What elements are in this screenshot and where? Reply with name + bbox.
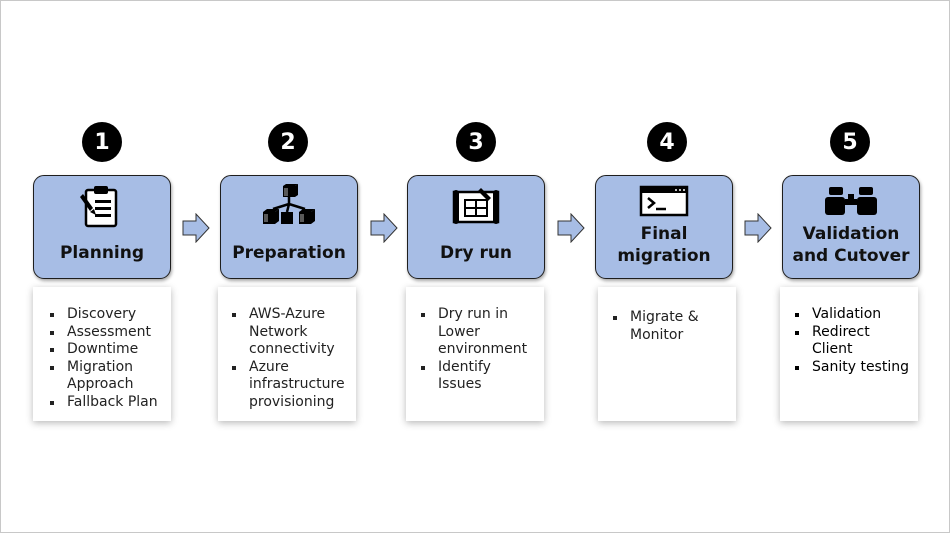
bullet-list: Migrate & Monitor	[612, 309, 730, 344]
clipboard-icon	[34, 184, 170, 228]
step-number-3: 3	[456, 122, 496, 162]
bullet-list: AWS-Azure Network connectivity Azure inf…	[231, 306, 350, 412]
list-item: Downtime	[49, 341, 165, 359]
list-item: Discovery	[49, 306, 165, 324]
stage-dry-run: Dry run	[407, 175, 545, 279]
arrow-right-icon	[370, 213, 398, 243]
step-number-4: 4	[647, 122, 687, 162]
step-number-2: 2	[268, 122, 308, 162]
stage-details-preparation: AWS-Azure Network connectivity Azure inf…	[218, 287, 356, 421]
list-item: Azure infrastructure provisioning	[231, 359, 349, 412]
list-item: AWS-Azure Network connectivity	[231, 306, 341, 359]
stage-title: Planning	[59, 243, 145, 263]
stage-planning: Planning	[33, 175, 171, 279]
stage-final-migration: Final migration	[595, 175, 733, 279]
stage-title: Final migration	[617, 224, 711, 266]
list-item: Fallback Plan	[49, 394, 165, 412]
stage-details-dry-run: Dry run in Lower environment Identify Is…	[406, 287, 544, 421]
bullet-list: Validation Redirect Client Sanity testin…	[794, 306, 912, 376]
bullet-list: Discovery Assessment Downtime Migration …	[49, 306, 165, 412]
list-item: Migrate & Monitor	[612, 309, 710, 344]
arrow-right-icon	[744, 213, 772, 243]
stage-title: Preparation	[232, 243, 346, 263]
step-number-5: 5	[830, 122, 870, 162]
list-item: Assessment	[49, 324, 165, 342]
terminal-icon	[596, 182, 732, 220]
blueprint-icon	[408, 184, 544, 228]
binoculars-icon	[783, 182, 919, 220]
list-item: Dry run in Lower environment	[420, 306, 538, 359]
stage-title: Validation and Cutover	[792, 224, 910, 266]
step-number-1: 1	[82, 122, 122, 162]
stage-title: Dry run	[439, 243, 513, 263]
list-item: Validation	[794, 306, 912, 324]
arrow-right-icon	[182, 213, 210, 243]
list-item: Identify Issues	[420, 359, 538, 394]
arrow-right-icon	[557, 213, 585, 243]
list-item: Sanity testing	[794, 359, 912, 377]
stage-validation-cutover: Validation and Cutover	[782, 175, 920, 279]
bullet-list: Dry run in Lower environment Identify Is…	[420, 306, 538, 394]
stage-details-planning: Discovery Assessment Downtime Migration …	[33, 287, 171, 421]
stage-details-validation-cutover: Validation Redirect Client Sanity testin…	[780, 287, 918, 421]
cubes-icon	[221, 184, 357, 228]
list-item: Migration Approach	[49, 359, 152, 394]
stage-preparation: Preparation	[220, 175, 358, 279]
stage-details-final-migration: Migrate & Monitor	[598, 287, 736, 421]
list-item: Redirect Client	[794, 324, 912, 359]
